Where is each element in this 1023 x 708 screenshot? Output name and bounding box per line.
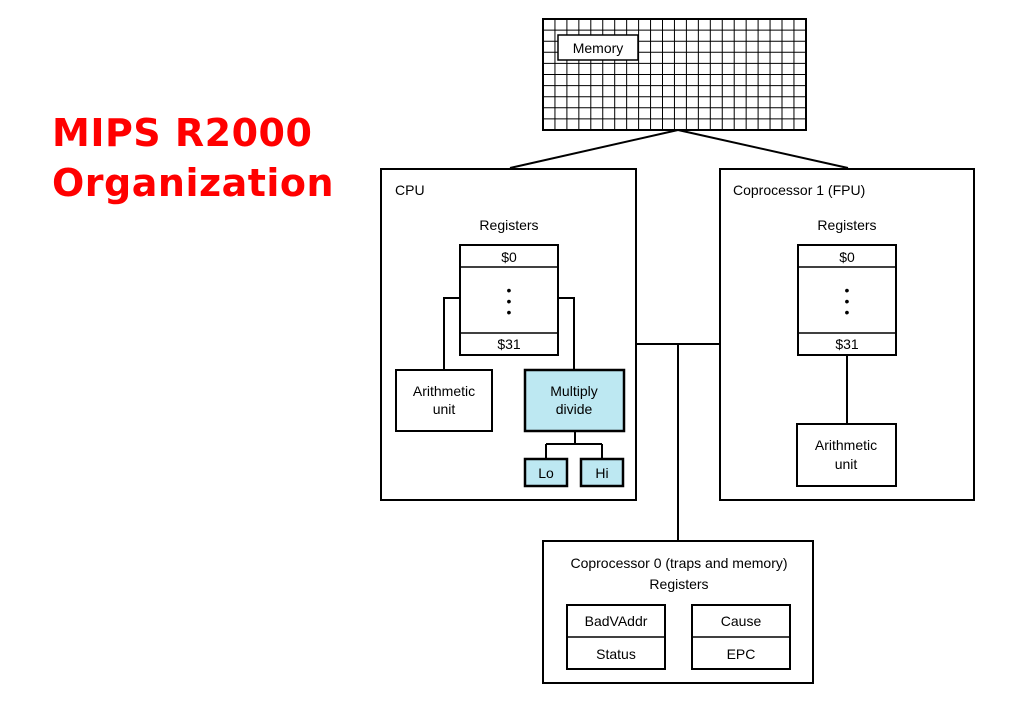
fpu-arithmetic-unit: Arithmetic unit: [796, 423, 897, 487]
fpu-reg-31: $31: [835, 336, 859, 352]
cp0-block: Coprocessor 0 (traps and memory) Registe…: [542, 540, 814, 684]
memory-to-cpu-line: [509, 129, 679, 169]
cpu-registers-label: Registers: [479, 217, 538, 233]
fpu-register-file: $0 • • • $31: [797, 244, 897, 356]
fpu-reg-dot-2: •: [845, 293, 850, 309]
cp0-right-registers: Cause EPC: [691, 604, 791, 670]
cpu-arithmetic-unit: Arithmetic unit: [395, 369, 493, 432]
cpu-reg-dot-3: •: [507, 304, 512, 320]
cpu-reg-0: $0: [501, 249, 517, 265]
memory-block: Memory: [542, 18, 807, 131]
memory-label: Memory: [573, 40, 624, 56]
cpu-register-file: $0 • • • $31: [459, 244, 559, 356]
cpu-arith-line1: Arithmetic: [413, 383, 475, 399]
page-title: MIPS R2000 Organization: [52, 108, 382, 208]
fpu-label: Coprocessor 1 (FPU): [733, 182, 865, 198]
cpu-label: CPU: [395, 182, 425, 198]
cpu-block: CPU Registers $0 • • • $31 Arithmetic un…: [380, 168, 637, 501]
fpu-reg-dot-3: •: [845, 304, 850, 320]
memory-label-box: [557, 34, 639, 61]
lo-label: Lo: [538, 465, 554, 481]
fpu-arith-line2: unit: [835, 456, 858, 472]
title-line-1: MIPS R2000: [52, 111, 313, 155]
muldiv-line2: divide: [556, 401, 593, 417]
epc-register: EPC: [727, 646, 756, 662]
bus-lines: [509, 129, 849, 541]
fpu-block: Coprocessor 1 (FPU) Registers $0 • • • $…: [719, 168, 975, 501]
cpu-internal-lines: [443, 297, 603, 459]
memory-to-fpu-line: [677, 129, 849, 169]
cause-register: Cause: [721, 613, 762, 629]
badvaddr-register: BadVAddr: [585, 613, 648, 629]
title-line-2: Organization: [52, 161, 335, 205]
hi-label: Hi: [595, 465, 608, 481]
lo-register: Lo: [523, 457, 569, 488]
cpu-reg-31: $31: [497, 336, 521, 352]
multiply-divide-unit: Multiply divide: [523, 368, 626, 433]
fpu-reg-dot-1: •: [845, 282, 850, 298]
fpu-arith-line1: Arithmetic: [815, 437, 877, 453]
cpu-arith-line2: unit: [433, 401, 456, 417]
cp0-label: Coprocessor 0 (traps and memory): [570, 555, 787, 571]
cp0-left-registers: BadVAddr Status: [566, 604, 666, 670]
fpu-reg-0: $0: [839, 249, 855, 265]
hi-register: Hi: [579, 457, 625, 488]
fpu-registers-label: Registers: [817, 217, 876, 233]
cpu-reg-dot-1: •: [507, 282, 512, 298]
cpu-reg-dot-2: •: [507, 293, 512, 309]
cp0-registers-label: Registers: [649, 576, 708, 592]
muldiv-line1: Multiply: [550, 383, 597, 399]
status-register: Status: [596, 646, 636, 662]
